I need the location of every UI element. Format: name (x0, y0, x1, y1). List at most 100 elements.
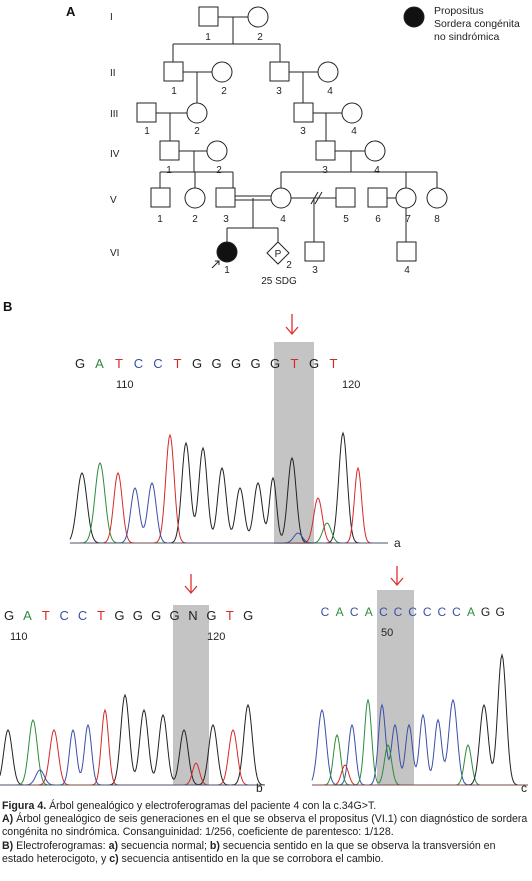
num-v-3: 3 (223, 214, 229, 225)
individual-vi-4 (396, 241, 417, 262)
caption-a-bold: A) (2, 813, 14, 826)
base-a-8: G (231, 356, 241, 371)
individual-iii-1 (136, 102, 157, 123)
pedigree: A I II III IV V VI Propositus Sordera co… (66, 4, 520, 287)
num-vi-4: 4 (404, 265, 410, 276)
base-c-1: A (336, 605, 344, 619)
legend-sordera: Sordera congénita (434, 18, 520, 30)
num-v-8: 8 (434, 214, 440, 225)
base-b-2: T (42, 608, 50, 623)
individual-vi-3 (304, 241, 325, 262)
individual-ii-1 (163, 61, 184, 82)
base-c-11: G (481, 605, 490, 619)
num-v-6: 6 (375, 214, 381, 225)
num-v-7: 7 (405, 214, 411, 225)
base-a-1: A (95, 356, 104, 371)
base-b-8: G (151, 608, 161, 623)
base-b-4: C (78, 608, 87, 623)
num-vi-2: 2 (286, 260, 292, 271)
gen-label-ii: II (110, 68, 116, 79)
num-v-4: 4 (280, 214, 286, 225)
individual-vi-1-propositus (216, 241, 238, 263)
trace-c (311, 653, 528, 786)
base-a-13: T (330, 356, 338, 371)
base-b-1: A (23, 608, 32, 623)
base-c-8: C (437, 605, 446, 619)
pos-a-start: 110 (116, 379, 134, 391)
base-c-0: C (321, 605, 330, 619)
base-a-11: T (291, 356, 299, 371)
figure-canvas: A I II III IV V VI Propositus Sordera co… (0, 4, 528, 795)
gen-label-i: I (110, 12, 113, 23)
base-c-3: A (365, 605, 373, 619)
tag-c: c (521, 781, 527, 795)
base-a-10: G (270, 356, 280, 371)
individual-v-5 (335, 187, 356, 208)
base-c-10: A (467, 605, 475, 619)
individual-iii-3 (293, 102, 314, 123)
traces-a-C (70, 482, 388, 544)
individual-v-1 (150, 187, 171, 208)
base-c-5: C (394, 605, 403, 619)
traces-a-A (70, 462, 388, 544)
panel-a-label: A (66, 4, 76, 19)
num-iii-3: 3 (300, 126, 306, 137)
base-c-2: C (350, 605, 359, 619)
traces-c-T (312, 764, 528, 786)
base-a-6: G (192, 356, 202, 371)
base-c-9: C (452, 605, 461, 619)
individual-v-3 (215, 187, 236, 208)
gen-label-iv: IV (110, 149, 120, 160)
num-v-1: 1 (157, 214, 163, 225)
num-iv-3: 3 (322, 165, 328, 176)
base-a-7: G (211, 356, 221, 371)
base-b-9: G (170, 608, 180, 623)
arrow-a-icon (285, 314, 299, 335)
caption-b-c-bold: c) (109, 852, 119, 865)
base-a-0: G (75, 356, 85, 371)
base-c-12: G (496, 605, 505, 619)
individual-ii-4 (317, 61, 339, 83)
num-ii-2: 2 (221, 86, 227, 97)
base-b-11: G (206, 608, 216, 623)
caption-b-a-bold: a) (108, 839, 118, 852)
traces-b-G (0, 693, 266, 786)
highlight-a (274, 342, 314, 544)
individual-v-7 (395, 187, 417, 209)
individual-iii-4 (341, 102, 363, 124)
num-v-5: 5 (343, 214, 349, 225)
caption-b-bold: B) (2, 839, 14, 852)
trace-a (69, 431, 388, 544)
caption-b-text1: Electroferogramas: (13, 839, 109, 852)
individual-ii-3 (269, 61, 290, 82)
individual-iii-2 (186, 102, 208, 124)
caption-b-b-bold: b) (209, 839, 220, 852)
base-a-4: C (153, 356, 162, 371)
base-b-5: T (97, 608, 105, 623)
base-a-9: G (250, 356, 260, 371)
base-b-3: C (60, 608, 69, 623)
base-b-12: T (226, 608, 234, 623)
base-a-3: C (134, 356, 143, 371)
base-b-6: G (114, 608, 124, 623)
tag-b: b (256, 781, 263, 795)
individual-ii-2 (211, 61, 233, 83)
legend-affected-symbol (403, 6, 425, 28)
pos-b-start: 110 (10, 631, 28, 643)
base-a-12: G (309, 356, 319, 371)
num-iv-1: 1 (166, 165, 172, 176)
caption-title-rest: Árbol genealógico y electroferogramas de… (46, 800, 377, 812)
gen-label-iii: III (110, 109, 118, 120)
pos-b-end: 120 (207, 631, 225, 643)
num-iii-4: 4 (351, 126, 357, 137)
gen-label-v: V (110, 195, 117, 206)
num-vi-3: 3 (312, 265, 318, 276)
individual-v-8 (426, 187, 448, 209)
mutation-arrows (184, 314, 404, 594)
caption-title-bold: Figura 4. (2, 800, 47, 812)
arrow-c-icon (390, 566, 404, 586)
individual-v-4 (270, 187, 292, 209)
num-iii-2: 2 (194, 126, 200, 137)
num-v-2: 2 (192, 214, 198, 225)
